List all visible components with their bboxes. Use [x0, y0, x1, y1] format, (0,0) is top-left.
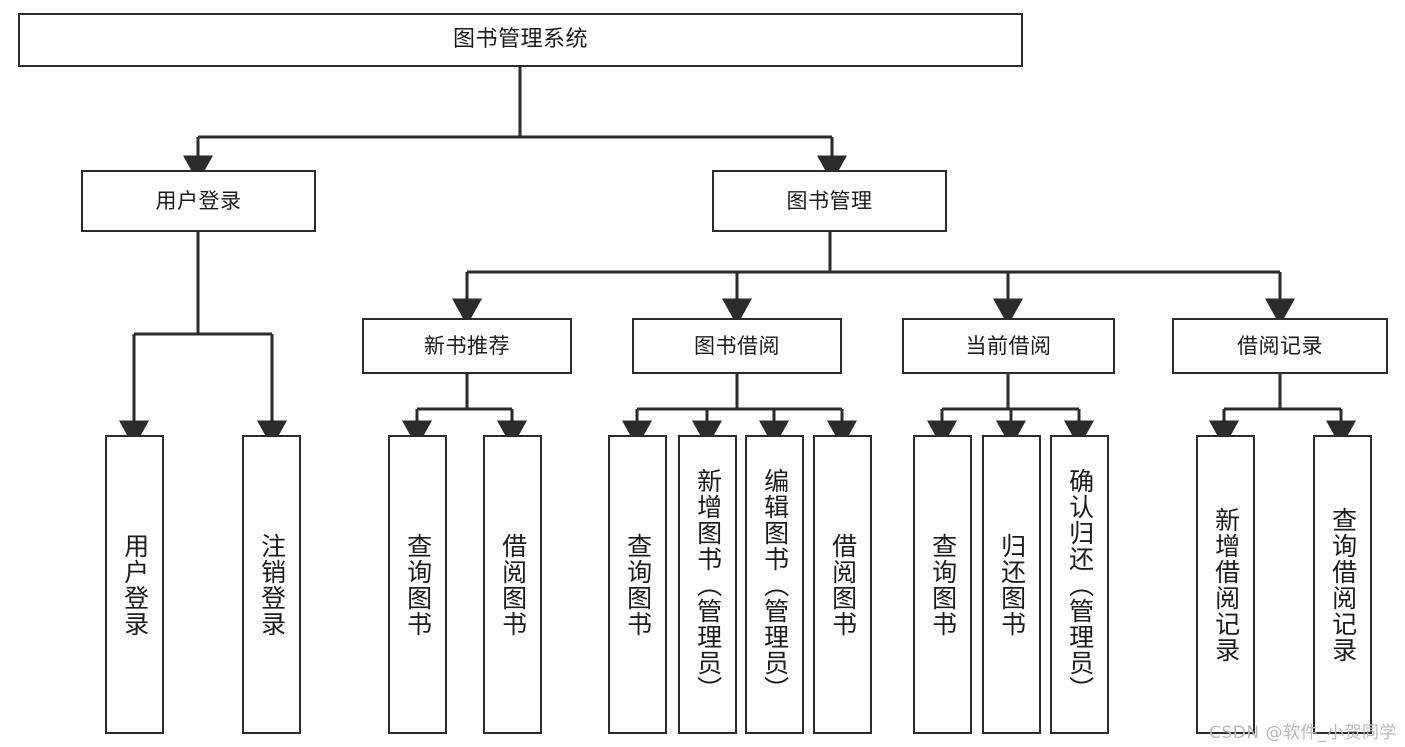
leaf-return-book[interactable]: 归还图书 — [982, 435, 1041, 734]
leaf-query-books-current[interactable]: 查询图书 — [913, 435, 972, 734]
leaf-query-borrow-record[interactable]: 查询借阅记录 — [1313, 435, 1372, 734]
leaf-confirm-return-admin[interactable]: 确认归还（管理员） — [1050, 435, 1109, 734]
node-book-management-module[interactable]: 图书管理 — [712, 170, 947, 232]
node-label: 新增图书（管理员） — [693, 467, 723, 702]
node-label: 编辑图书（管理员） — [760, 467, 790, 702]
node-label: 借阅记录 — [1237, 333, 1323, 358]
leaf-borrow-books-recommend[interactable]: 借阅图书 — [483, 435, 542, 734]
csdn-watermark: CSDN @软件_小贺同学 — [1209, 723, 1397, 743]
node-user-login-module[interactable]: 用户登录 — [81, 170, 316, 232]
node-label: 图书管理系统 — [452, 27, 588, 53]
node-label: 借阅图书 — [828, 532, 858, 637]
node-label: 图书借阅 — [694, 333, 780, 358]
node-current-borrow[interactable]: 当前借阅 — [902, 318, 1115, 374]
node-label: 确认归还（管理员） — [1065, 467, 1095, 702]
node-label: 查询图书 — [928, 532, 958, 637]
node-root-system[interactable]: 图书管理系统 — [18, 13, 1023, 67]
node-label: 注销登录 — [257, 532, 287, 637]
node-label: 查询借阅记录 — [1328, 506, 1358, 663]
leaf-add-book-admin[interactable]: 新增图书（管理员） — [678, 435, 737, 734]
node-book-borrow[interactable]: 图书借阅 — [632, 318, 842, 374]
leaf-borrow-book[interactable]: 借阅图书 — [813, 435, 872, 734]
node-label: 当前借阅 — [965, 333, 1052, 358]
node-label: 查询图书 — [403, 532, 433, 637]
node-label: 图书管理 — [786, 188, 873, 213]
node-new-book-recommend[interactable]: 新书推荐 — [362, 318, 572, 374]
leaf-user-login[interactable]: 用户登录 — [105, 435, 164, 734]
leaf-edit-book-admin[interactable]: 编辑图书（管理员） — [745, 435, 804, 734]
node-label: 查询图书 — [623, 532, 653, 637]
leaf-add-borrow-record[interactable]: 新增借阅记录 — [1196, 435, 1255, 734]
node-label: 用户登录 — [155, 188, 242, 213]
node-label: 归还图书 — [997, 532, 1027, 637]
node-label: 用户登录 — [120, 532, 150, 637]
node-borrow-records[interactable]: 借阅记录 — [1172, 318, 1388, 374]
leaf-query-books-recommend[interactable]: 查询图书 — [388, 435, 447, 734]
leaf-logout[interactable]: 注销登录 — [242, 435, 301, 734]
leaf-query-books-borrow[interactable]: 查询图书 — [608, 435, 667, 734]
node-label: 新增借阅记录 — [1211, 506, 1241, 663]
node-label: 新书推荐 — [424, 333, 510, 358]
node-label: 借阅图书 — [498, 532, 528, 637]
